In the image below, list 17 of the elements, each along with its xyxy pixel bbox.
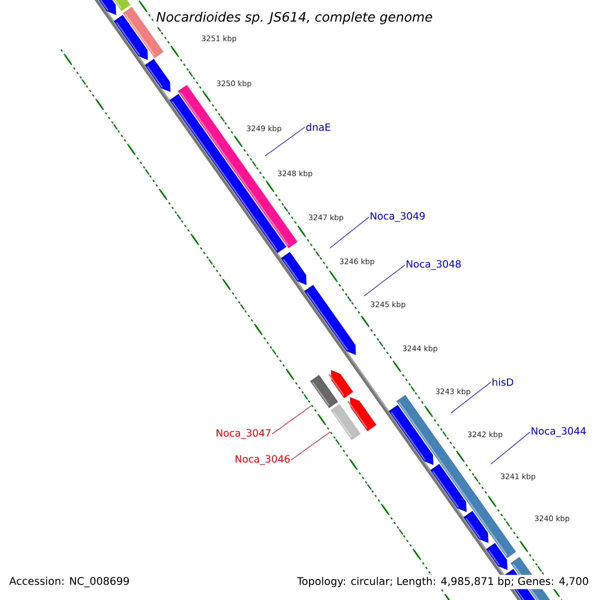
gene-label: dnaE (306, 123, 330, 131)
gene-label: Noca_3049 (370, 212, 425, 222)
leader-line (364, 264, 406, 296)
leader-line (272, 406, 312, 434)
accession-label: Accession: NC_008699 (9, 576, 129, 588)
info-label: Topology: circular; Length: 4,985,871 bp; Genes: 4,700 (295, 574, 591, 590)
leader-line (490, 432, 530, 464)
gene-label: Noca_3048 (406, 260, 461, 270)
gene-label: Noca_3047 (216, 429, 270, 439)
title: Nocardioides sp. JS614, complete genome (153, 8, 436, 28)
leader-line (450, 382, 492, 414)
leader-line (290, 432, 330, 460)
leader-line (330, 216, 370, 248)
gene-label: hisD (492, 378, 514, 386)
gene-label: Noca_3046 (236, 455, 290, 465)
gene-label: Noca_3044 (532, 427, 586, 437)
leader-line (264, 126, 306, 156)
